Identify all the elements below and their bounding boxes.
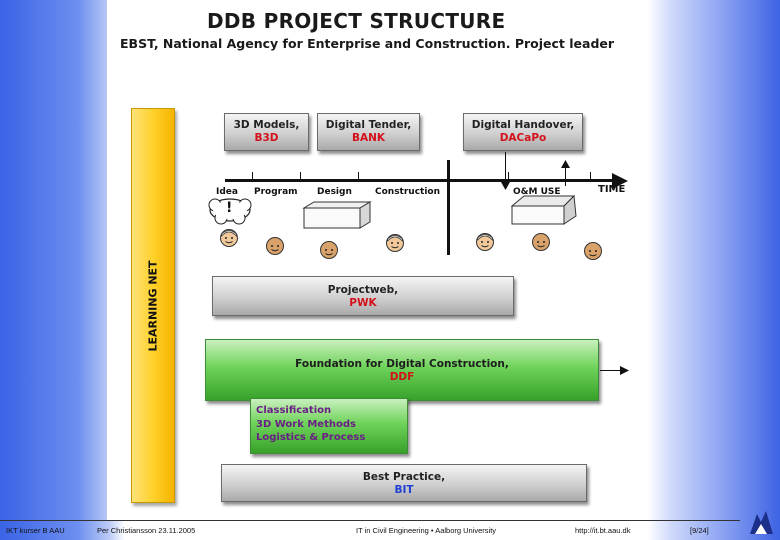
- thought-bubble-icon: [208, 198, 252, 225]
- person-icon: [220, 229, 238, 247]
- footer-institution: IT in Civil Engineering • Aalborg Univer…: [356, 526, 497, 535]
- footer-course: IKT kurser B AAU: [6, 526, 65, 535]
- classification-line1: Classification: [256, 405, 332, 416]
- phase-construction: Construction: [375, 187, 441, 197]
- handover-arrow-line: [565, 166, 566, 186]
- b3d-box: 3D Models, B3D: [224, 113, 309, 151]
- person-icon: [532, 233, 550, 251]
- arrow-up-icon: [561, 160, 570, 168]
- timeline-tick: [358, 172, 359, 181]
- dacapo-box-line1: Digital Handover,: [471, 119, 575, 131]
- aau-logo-icon: [750, 511, 773, 534]
- dacapo-box: Digital Handover, DACaPo: [463, 113, 583, 151]
- person-icon: [386, 234, 404, 252]
- classification-box: Classification 3D Work Methods Logistics…: [250, 398, 408, 454]
- best-practice-line2: BIT: [394, 484, 414, 496]
- timeline-tick: [508, 172, 509, 181]
- timeline-tick: [252, 172, 253, 181]
- person-icon: [320, 241, 338, 259]
- timeline-arrowhead-icon: [612, 173, 628, 189]
- best-practice-box: Best Practice, BIT: [221, 464, 587, 502]
- bank-box: Digital Tender, BANK: [317, 113, 420, 151]
- building-icon: [510, 194, 577, 225]
- learning-net-bar: [131, 108, 175, 503]
- person-icon: [476, 233, 494, 251]
- classification-line3: Logistics & Process: [256, 432, 366, 443]
- page-title: DDB PROJECT STRUCTURE: [207, 9, 506, 33]
- timeline-axis: [225, 179, 615, 182]
- learning-net-label: LEARNING NET: [146, 260, 160, 352]
- b3d-box-line2: B3D: [254, 132, 279, 144]
- footer-url: http://it.bt.aau.dk: [575, 526, 631, 535]
- footer-divider: [0, 520, 740, 521]
- arrow-right-icon: [620, 366, 629, 375]
- classification-line2: 3D Work Methods: [256, 418, 356, 430]
- phase-program: Program: [254, 187, 298, 197]
- b3d-arrow-line: [505, 152, 506, 184]
- page-subtitle: EBST, National Agency for Enterprise and…: [120, 36, 615, 51]
- phase-idea: Idea: [216, 187, 238, 197]
- person-icon: [584, 242, 602, 260]
- projectweb-line2: PWK: [349, 297, 377, 309]
- timeline-tick: [300, 172, 301, 181]
- building-icon: [302, 201, 372, 229]
- phase-om-use: O&M USE: [513, 187, 561, 197]
- bank-box-line1: Digital Tender,: [325, 119, 412, 131]
- projectweb-line1: Projectweb,: [327, 284, 399, 296]
- handover-divider: [447, 160, 450, 255]
- foundation-line2: DDF: [389, 371, 415, 383]
- time-label: TIME: [598, 184, 626, 195]
- footer-author: Per Christiansson 23.11.2005: [97, 526, 196, 535]
- foundation-box: Foundation for Digital Construction, DDF: [205, 339, 599, 401]
- bank-box-line2: BANK: [351, 132, 386, 144]
- person-icon: [266, 237, 284, 255]
- foundation-line1: Foundation for Digital Construction,: [295, 358, 509, 370]
- idea-exclamation: !: [226, 200, 233, 216]
- timeline-tick: [590, 172, 591, 181]
- projectweb-box: Projectweb, PWK: [212, 276, 514, 316]
- arrow-down-icon: [501, 182, 510, 190]
- best-practice-line1: Best Practice,: [362, 471, 446, 483]
- footer-page: [9/24]: [690, 526, 709, 535]
- dacapo-box-line2: DACaPo: [499, 132, 547, 144]
- b3d-box-line1: 3D Models,: [233, 119, 300, 131]
- foundation-arrow-line: [600, 370, 622, 371]
- phase-design: Design: [317, 187, 352, 197]
